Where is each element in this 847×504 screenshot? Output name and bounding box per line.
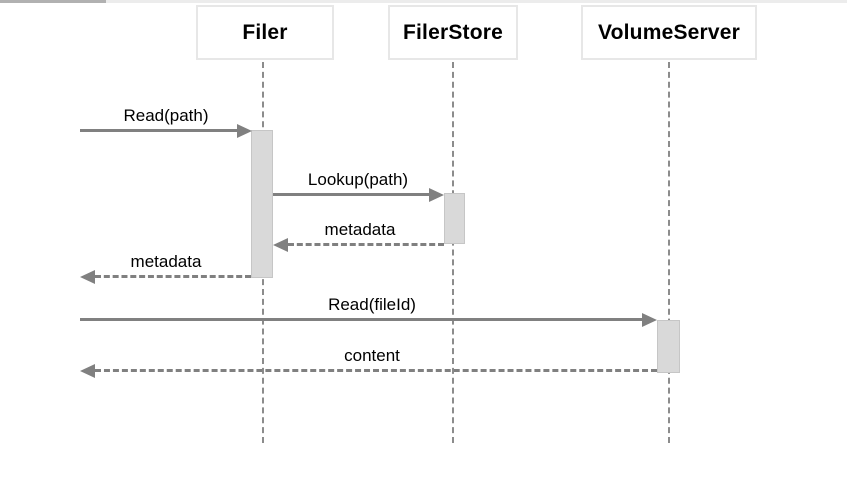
arrowhead-right-icon: [642, 313, 657, 327]
arrowhead-left-icon: [80, 270, 95, 284]
message-label-lookup-path: Lookup(path): [307, 170, 409, 189]
participant-volumeserver-label: VolumeServer: [597, 20, 741, 44]
lifeline-filerstore: [452, 62, 454, 443]
message-label-metadata-return: metadata: [324, 220, 396, 239]
participant-volumeserver: VolumeServer: [581, 5, 757, 60]
lifeline-volumeserver: [668, 62, 670, 443]
participant-filer-label: Filer: [242, 20, 288, 44]
scrollbar-thumb[interactable]: [0, 0, 106, 3]
activation-bar-volumeserver: [657, 320, 680, 373]
message-line-read-fileid: [80, 318, 642, 321]
message-line-lookup-path: [273, 193, 429, 196]
activation-bar-filer: [251, 130, 273, 278]
message-line-read-path: [80, 129, 237, 132]
message-line-metadata-return: [288, 243, 444, 246]
message-label-content: content: [344, 346, 400, 365]
arrowhead-left-icon: [80, 364, 95, 378]
participant-filerstore: FilerStore: [388, 5, 518, 60]
message-line-content: [95, 369, 657, 372]
message-label-read-path: Read(path): [123, 106, 209, 125]
participant-filer: Filer: [196, 5, 334, 60]
arrowhead-right-icon: [237, 124, 252, 138]
arrowhead-right-icon: [429, 188, 444, 202]
arrowhead-left-icon: [273, 238, 288, 252]
message-label-read-fileid: Read(fileId): [328, 295, 416, 314]
horizontal-scrollbar: [0, 0, 847, 3]
message-label-metadata-to-caller: metadata: [130, 252, 202, 271]
activation-bar-filerstore: [444, 193, 465, 244]
message-line-metadata-to-caller: [95, 275, 251, 278]
participant-filerstore-label: FilerStore: [402, 20, 504, 44]
